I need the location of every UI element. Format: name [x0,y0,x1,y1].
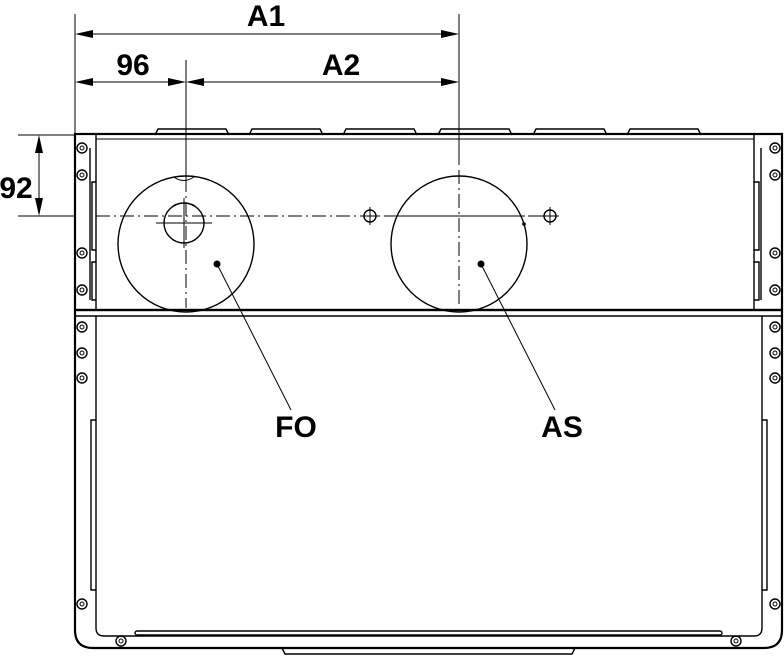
lower-panel [73,308,784,655]
dimension-a2-label: A2 [322,49,360,82]
dimension-96-label: 96 [116,49,149,82]
screw-icon [730,635,742,647]
screw-icon [769,347,781,359]
screw-icon [769,372,781,384]
screw-icon [769,169,781,181]
screw-icon [769,247,781,259]
screw-icon [76,169,88,181]
screw-icon [76,284,88,296]
top-tabs [154,128,702,136]
screw-icon [769,284,781,296]
fo-label: FO [275,411,317,444]
mounting-hole-right [541,207,559,225]
as-callout: AS [477,260,583,444]
screw-icon [769,142,781,154]
screw-icon [76,598,88,610]
dimension-a1-label: A1 [247,0,285,33]
screw-icon [76,347,88,359]
screw-icon [76,247,88,259]
screw-icon [76,372,88,384]
fo-callout: FO [213,260,317,444]
screw-icon [76,142,88,154]
screw-icon [769,321,781,333]
upper-panel [73,132,784,312]
dimension-96: 96 [75,49,187,178]
mounting-hole-left [361,207,379,225]
dimension-a1: A1 [74,0,460,165]
dimension-a2: A2 [186,49,459,86]
fo-opening [117,175,255,313]
as-opening [361,170,559,313]
dimension-92: 92 [0,134,75,217]
screw-icon [115,635,127,647]
screw-icon [76,321,88,333]
screws [76,142,781,647]
as-label: AS [541,411,583,444]
dimension-92-label: 92 [0,172,33,205]
screw-icon [769,598,781,610]
